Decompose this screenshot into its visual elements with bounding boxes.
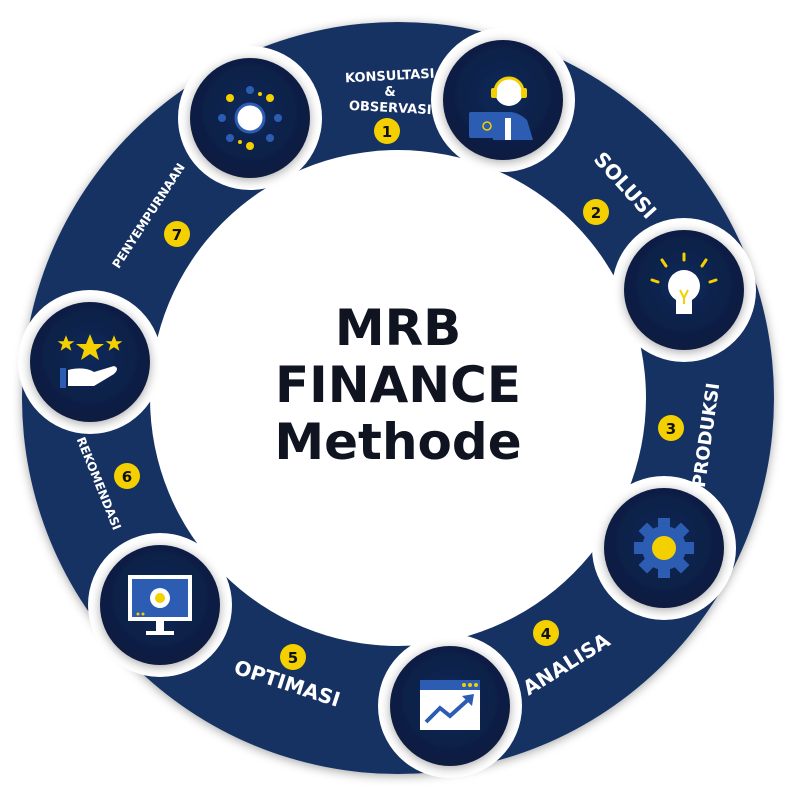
title-line-2: FINANCE (275, 356, 521, 414)
virus-icon (218, 86, 282, 150)
step-5-number: 5 (288, 649, 298, 667)
lightbulb-icon (650, 252, 718, 314)
step-6-number: 6 (122, 468, 132, 486)
title-line-3: Methode (274, 413, 521, 471)
step-3-number: 3 (666, 420, 676, 438)
step-1-label-line3: OBSERVASI (349, 99, 432, 118)
customer-support-icon (469, 76, 533, 140)
title-line-1: MRB (335, 299, 461, 357)
gear-icon (634, 518, 694, 578)
hand-stars-icon (57, 334, 123, 388)
step-1-label-line1: KONSULTASI (345, 67, 435, 87)
step-1-label-line2: & (384, 85, 395, 100)
step-7-number: 7 (172, 226, 182, 244)
step-badges: 1 2 3 4 5 6 7 (114, 118, 684, 670)
step-2-number: 2 (591, 204, 601, 222)
center-circle (150, 150, 646, 646)
step-4-number: 4 (541, 625, 551, 643)
monitor-gear-icon (128, 575, 192, 635)
chart-window-icon (420, 680, 480, 730)
step-1-number: 1 (382, 123, 392, 141)
